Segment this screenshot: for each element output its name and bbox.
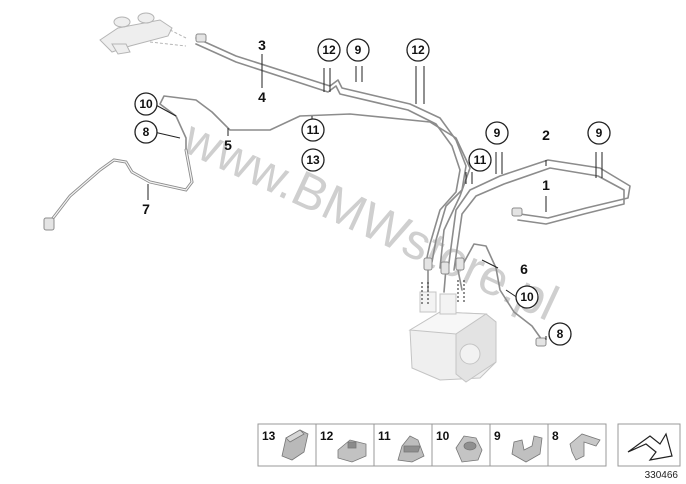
callout-7: 7 xyxy=(142,201,150,217)
pipe-5 xyxy=(159,95,471,269)
callout-12-left: 12 xyxy=(322,43,336,57)
clip-11-icon xyxy=(397,435,425,463)
callout-8-right: 8 xyxy=(557,327,564,341)
callout-8-left: 8 xyxy=(143,125,150,139)
clip-9-icon xyxy=(511,435,543,463)
watermark: www.BMWstore.pl xyxy=(174,109,566,332)
abs-unit xyxy=(408,291,497,383)
pipe-4 xyxy=(195,43,461,263)
callout-9-top: 9 xyxy=(355,43,362,57)
callout-10-right: 10 xyxy=(520,290,534,304)
legend-cell-11: 11 xyxy=(373,423,433,467)
master-cylinder xyxy=(99,12,187,55)
diagram-number: 330466 xyxy=(645,470,679,481)
clip-12-icon xyxy=(337,439,367,463)
callout-10-left: 10 xyxy=(139,97,153,111)
callout-2: 2 xyxy=(542,127,550,143)
callout-3: 3 xyxy=(258,37,266,53)
legend-cell-13: 13 xyxy=(257,423,317,467)
svg-text:11: 11 xyxy=(378,429,391,443)
brake-pipes xyxy=(159,37,631,341)
clip-13-icon xyxy=(281,429,309,461)
pipe-1 xyxy=(453,167,625,271)
pipe-fittings xyxy=(195,33,547,347)
callout-1: 1 xyxy=(542,177,550,193)
forward-arrow-icon xyxy=(627,432,673,461)
callout-6: 6 xyxy=(520,261,528,277)
callout-5: 5 xyxy=(224,137,232,153)
legend-cell-10: 10 xyxy=(431,423,491,467)
legend-cell-8: 8 xyxy=(547,423,607,467)
svg-text:10: 10 xyxy=(436,429,450,443)
bracket-8-icon xyxy=(569,433,601,461)
hose-end-fitting xyxy=(43,217,55,231)
legend-cell-arrow xyxy=(617,423,681,467)
callout-11-left: 11 xyxy=(307,123,320,137)
svg-text:12: 12 xyxy=(320,429,334,443)
circled-callouts xyxy=(134,38,611,346)
callout-12-right: 12 xyxy=(411,43,425,57)
svg-text:13: 13 xyxy=(262,429,276,443)
svg-text:8: 8 xyxy=(552,429,559,443)
legend-cell-12: 12 xyxy=(315,423,375,467)
brake-hose xyxy=(48,148,194,224)
legend-cell-9: 9 xyxy=(489,423,549,467)
clip-10-icon xyxy=(455,435,483,463)
callout-9-mid: 9 xyxy=(494,126,501,140)
callout-4: 4 xyxy=(258,89,266,105)
callout-9-right: 9 xyxy=(596,126,603,140)
pipe-6 xyxy=(461,243,543,341)
callout-11-right: 11 xyxy=(474,153,487,167)
parts-legend: 13 12 11 10 xyxy=(257,423,681,467)
svg-text:9: 9 xyxy=(494,429,501,443)
pipe-2 xyxy=(447,159,631,271)
callout-13: 13 xyxy=(306,153,320,167)
